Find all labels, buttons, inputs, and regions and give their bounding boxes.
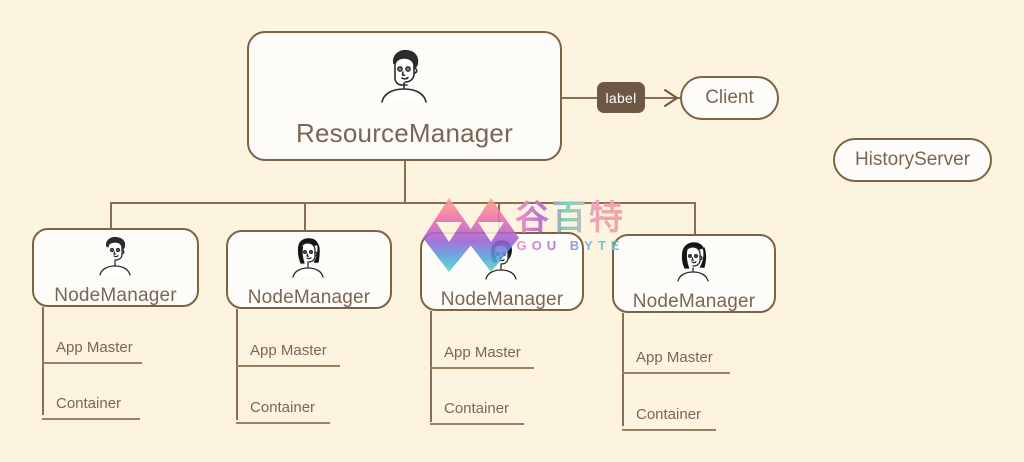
nm-1-child-container[interactable]: Container xyxy=(42,394,140,420)
node-manager-4-title: NodeManager xyxy=(632,291,756,312)
arrow-right-icon xyxy=(664,89,678,107)
connector-bus-to-nm-2 xyxy=(304,202,306,231)
node-manager-3-title: NodeManager xyxy=(440,289,564,310)
nm-3-child-app-master[interactable]: App Master xyxy=(430,343,534,369)
nm-1-child-app-master[interactable]: App Master xyxy=(42,338,142,364)
person-short-dark-hair-avatar xyxy=(480,240,524,285)
person-bob-hair-avatar xyxy=(672,242,716,287)
node-manager-2-title: NodeManager xyxy=(247,287,371,308)
connector-bus-to-nm-3 xyxy=(498,202,500,233)
connector-rm-to-label xyxy=(561,97,599,99)
node-manager-1-title: NodeManager xyxy=(54,285,177,306)
person-long-hair-avatar xyxy=(287,238,331,283)
edge-label-badge[interactable]: label xyxy=(597,82,645,113)
person-short-hair-avatar xyxy=(94,236,138,281)
person-curly-hair-avatar xyxy=(374,47,436,108)
resource-manager-title: ResourceManager xyxy=(296,118,513,148)
watermark-cn-text: 谷百特 xyxy=(515,199,626,237)
connector-bus-to-nm-4 xyxy=(694,202,696,235)
nm-4-child-container[interactable]: Container xyxy=(622,405,716,431)
node-node-manager-2[interactable]: NodeManager xyxy=(226,230,392,309)
connector-label-to-client xyxy=(643,97,681,99)
connector-rm-to-bus xyxy=(404,160,406,204)
nm-4-subtree-spine xyxy=(622,313,624,426)
nm-2-child-app-master[interactable]: App Master xyxy=(236,341,340,367)
connector-horizontal-bus xyxy=(110,202,696,204)
nm-1-subtree-spine xyxy=(42,307,44,415)
node-resource-manager[interactable]: ResourceManager xyxy=(247,31,562,161)
nm-3-subtree-spine xyxy=(430,311,432,422)
nm-4-child-app-master[interactable]: App Master xyxy=(622,348,730,374)
nm-2-child-container[interactable]: Container xyxy=(236,398,330,424)
node-node-manager-1[interactable]: NodeManager xyxy=(32,228,199,307)
node-client[interactable]: Client xyxy=(680,76,779,120)
nm-2-subtree-spine xyxy=(236,309,238,420)
node-node-manager-4[interactable]: NodeManager xyxy=(612,234,776,313)
node-node-manager-3[interactable]: NodeManager xyxy=(420,232,584,311)
nm-3-child-container[interactable]: Container xyxy=(430,399,524,425)
connector-bus-to-nm-1 xyxy=(110,202,112,229)
node-history-server[interactable]: HistoryServer xyxy=(833,138,992,182)
